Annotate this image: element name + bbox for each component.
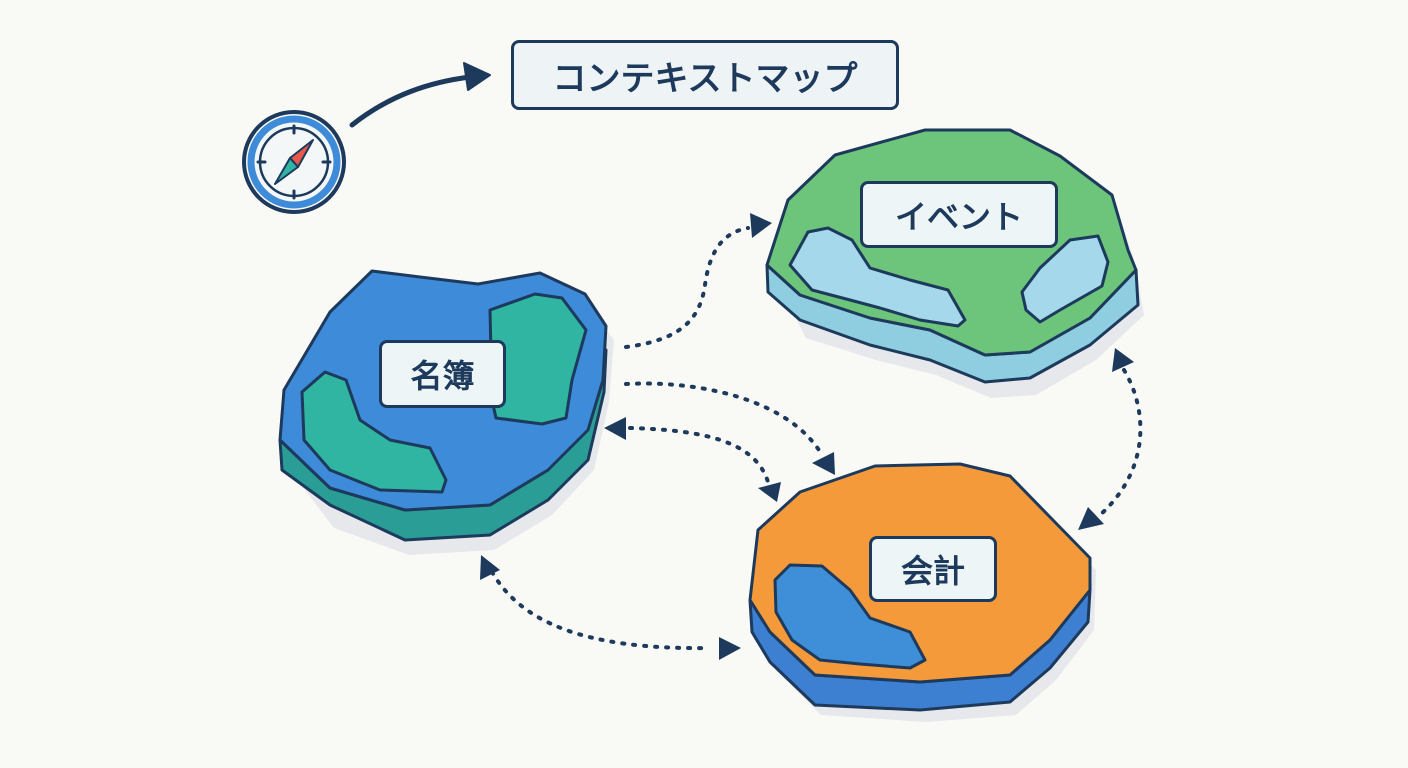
relation-meibo-kaikei-lower (480, 555, 741, 660)
context-label-meibo[interactable]: 名簿 (379, 340, 506, 408)
island-meibo-region-a (488, 292, 588, 426)
page-title-text: コンテキストマップ (552, 58, 858, 99)
relation-event-kaikei (1078, 348, 1143, 530)
page-title: コンテキストマップ (511, 40, 899, 110)
compass-icon (242, 110, 346, 214)
relation-meibo-kaikei-upper (624, 381, 835, 475)
title-arrow (349, 62, 491, 128)
context-island-event[interactable] (765, 128, 1144, 398)
context-label-kaikei-text: 会計 (900, 552, 965, 590)
relation-meibo-event (624, 213, 772, 349)
island-kaikei-region (773, 563, 927, 670)
context-island-meibo[interactable] (278, 269, 614, 555)
island-event-region-a (788, 226, 967, 328)
context-label-event-text: イベント (894, 197, 1023, 236)
island-event-region-b (1020, 234, 1110, 324)
context-label-meibo-text: 名簿 (410, 357, 475, 395)
context-label-event[interactable]: イベント (860, 181, 1058, 248)
context-label-kaikei[interactable]: 会計 (869, 536, 997, 602)
island-meibo-region-b (300, 370, 448, 494)
relation-meibo-kaikei-middle (604, 417, 781, 502)
